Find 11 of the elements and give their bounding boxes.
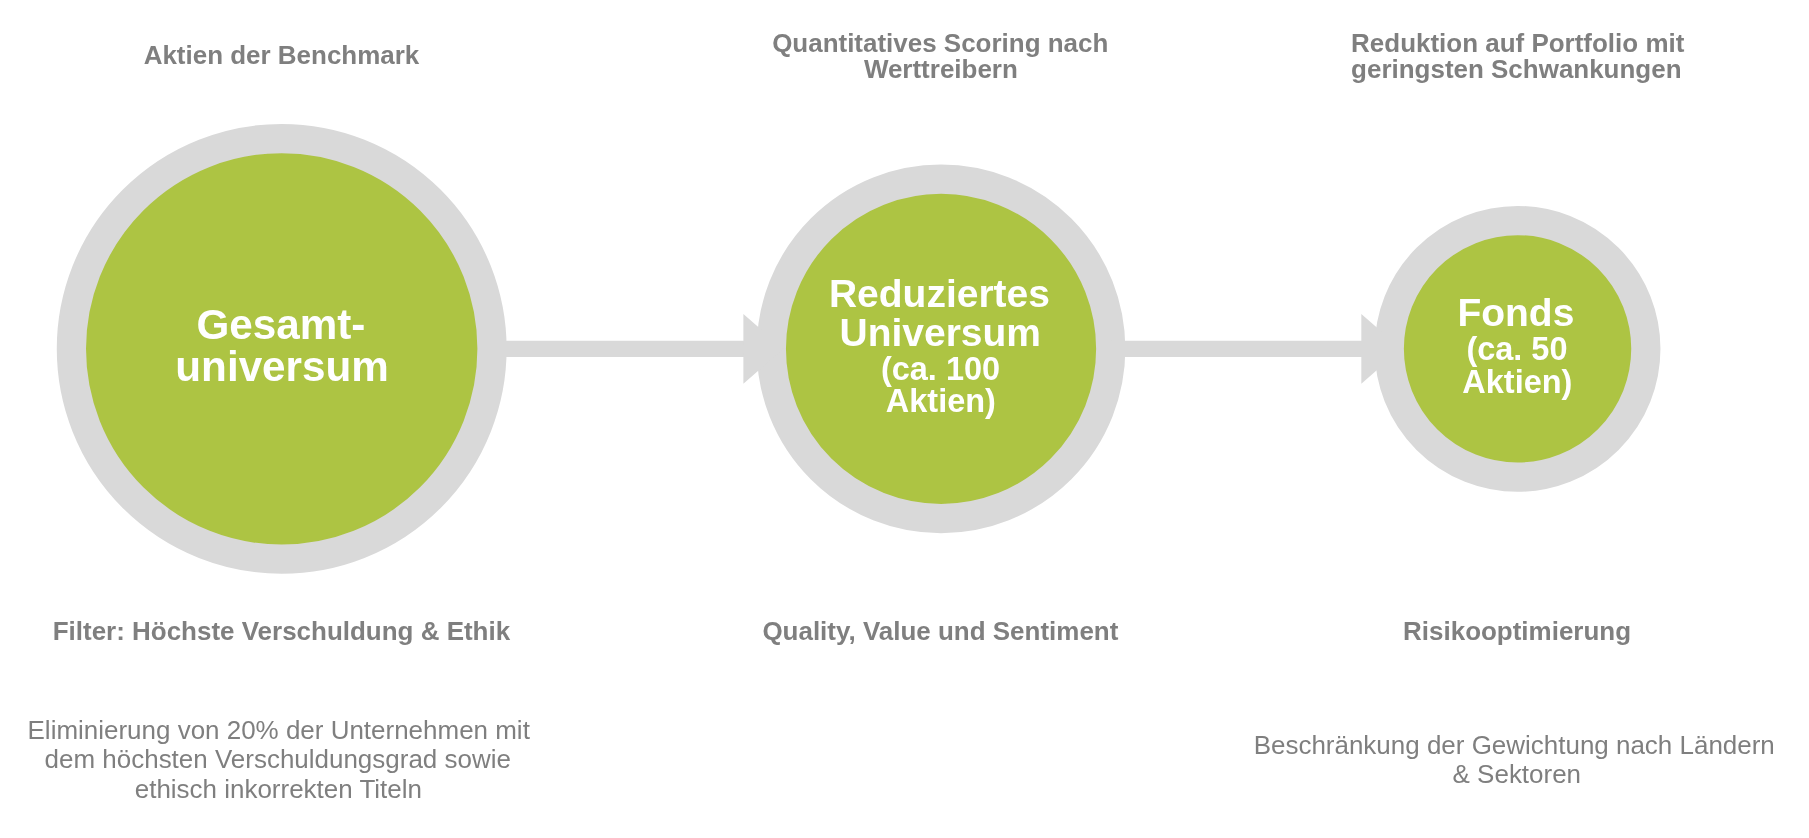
label: Aktien der Benchmark xyxy=(143,39,420,70)
node-circle: Reduziertes Universum (ca. 100 Aktien) xyxy=(756,164,1126,533)
label: Reduktion auf Portfolio mit geringsten Schwankungen xyxy=(1351,27,1685,84)
node-circle: Fonds (ca. 50 Aktien) xyxy=(1374,205,1661,492)
label: Quantitatives Scoring nach Werttreibern xyxy=(772,27,1109,84)
label: Quality, Value und Sentiment xyxy=(762,615,1119,646)
label: Eliminierung von 20% der Unternehmen mit dem höchsten Verschuldungsgrad sowie ethisch inkorrekten Titeln xyxy=(27,714,530,804)
label: Risikooptimierung xyxy=(1403,615,1632,646)
label: Beschränkung der Gewichtung nach Ländern & Sektoren xyxy=(1253,729,1775,789)
node-circle: Gesamt- universum xyxy=(56,123,507,574)
label: Filter: Höchste Verschuldung & Ethik xyxy=(52,615,511,646)
